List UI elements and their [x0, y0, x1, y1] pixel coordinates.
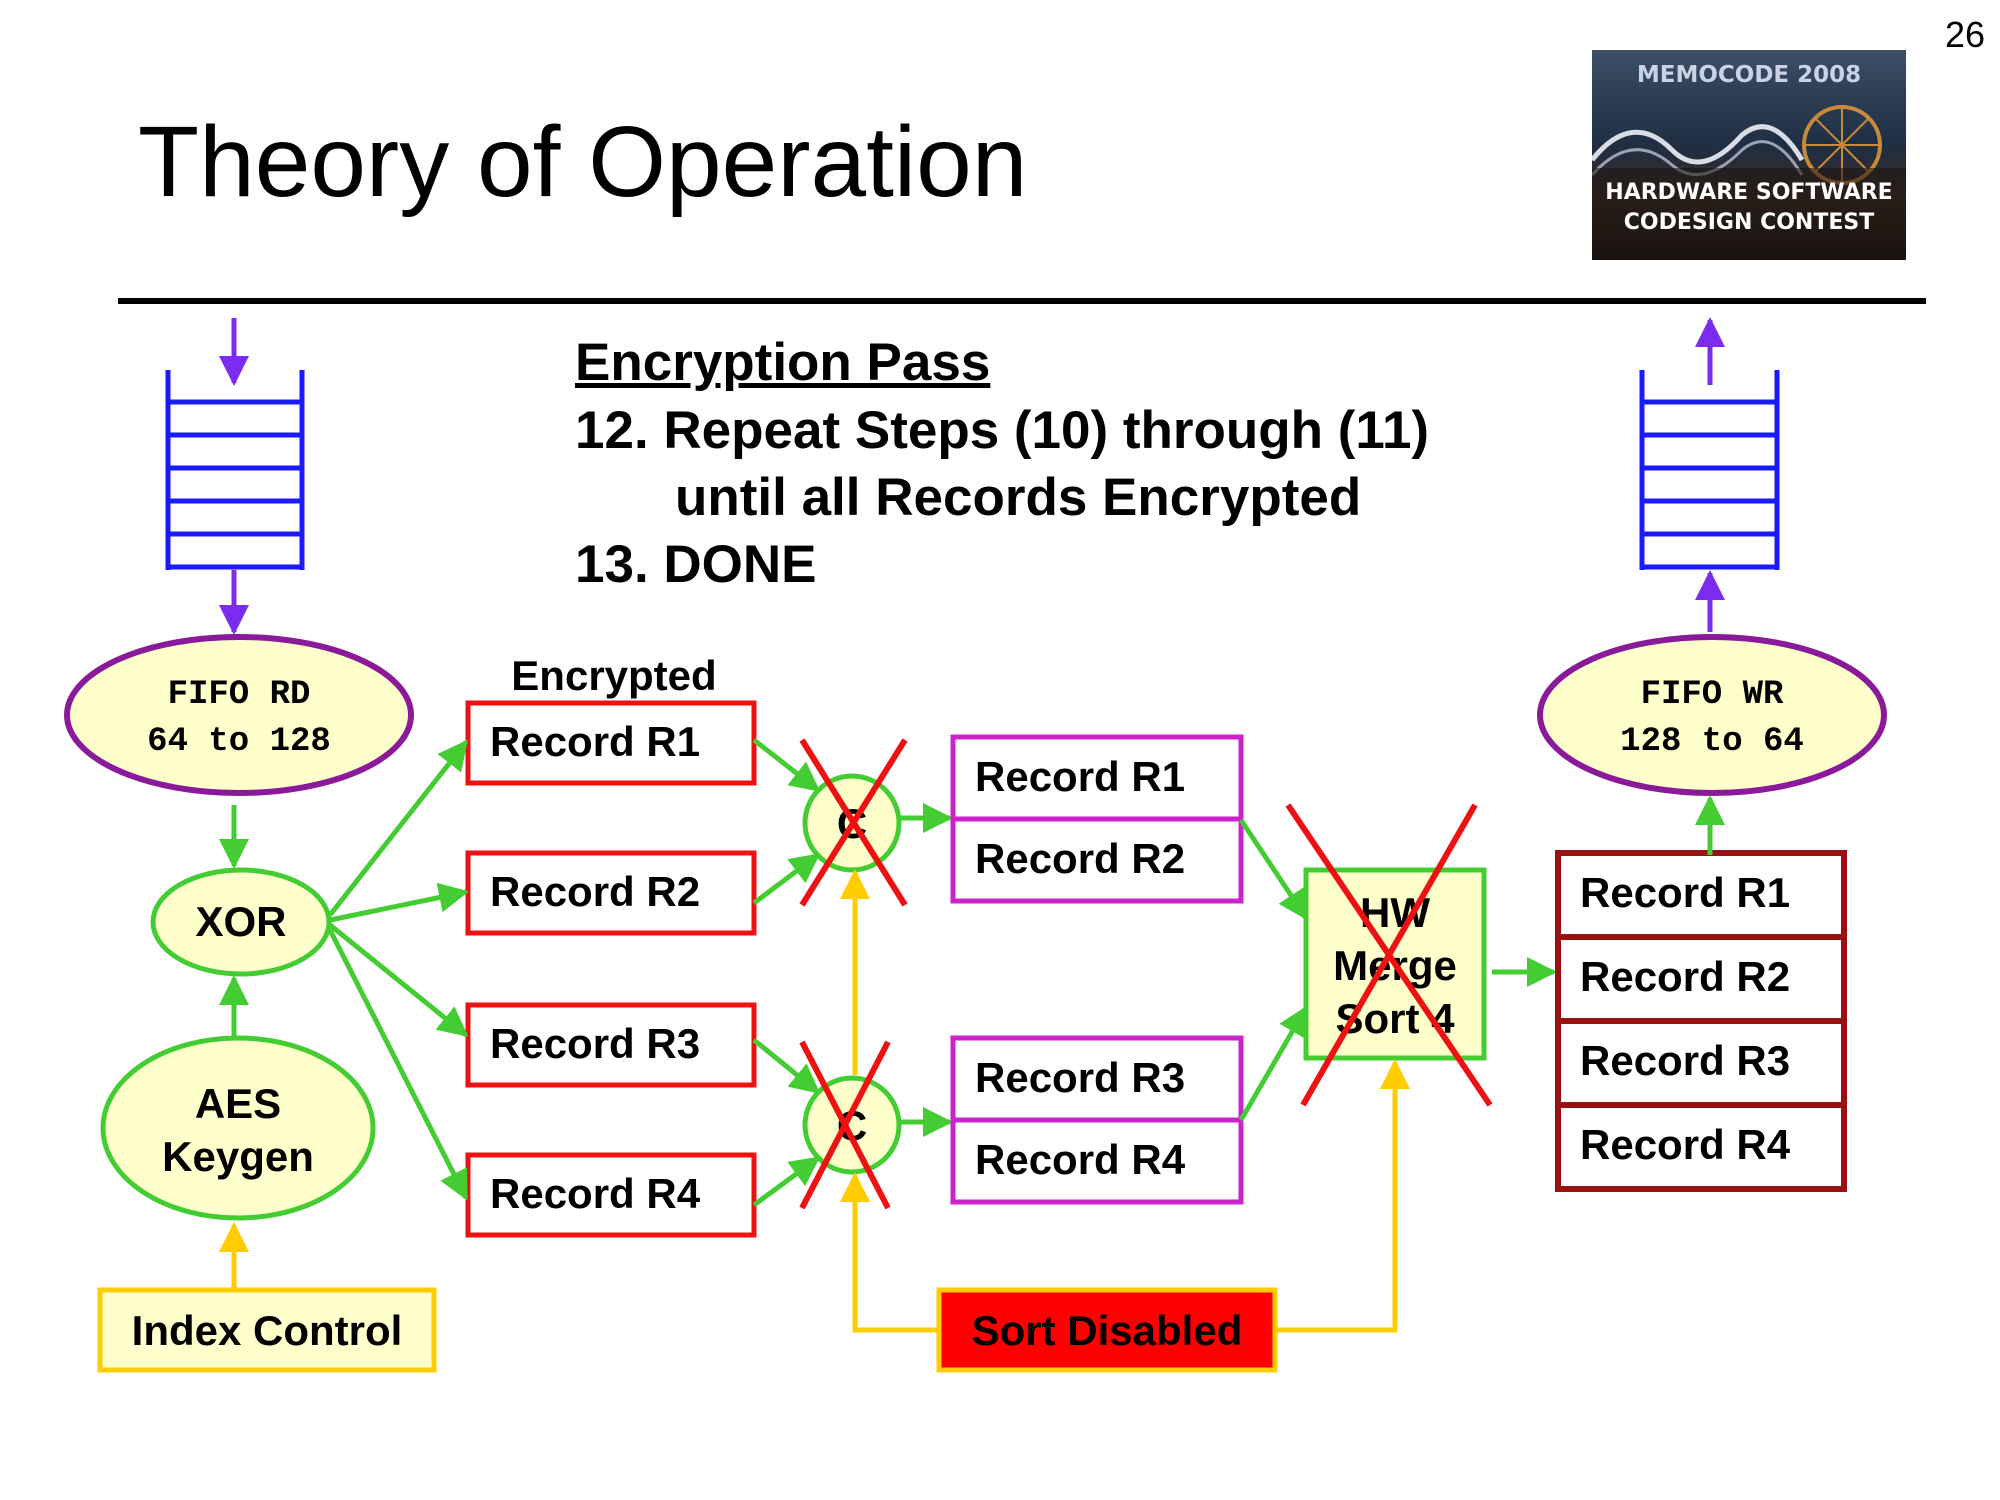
sorted-record-r1: Record R1: [950, 734, 1244, 822]
encrypted-record-r4: Record R4: [465, 1152, 757, 1238]
slide-number: 26: [1945, 14, 1986, 55]
fifo-rd-label-1: FIFO RD: [168, 676, 311, 714]
steps-heading: Encryption Pass: [575, 333, 991, 392]
encrypted-record-r4-label: Record R4: [490, 1170, 701, 1217]
step-12-line-1: 12. Repeat Steps (10) through (11): [575, 401, 1430, 460]
aes-label-2: Keygen: [162, 1133, 314, 1180]
fifo-rd-node: FIFO RD 64 to 128: [64, 634, 414, 796]
logo-skyline-graphic: [1592, 105, 1906, 260]
memocode-logo: MEMOCODE 2008 HARDWARE SOFTWARE CODESIGN…: [1592, 50, 1906, 260]
index-control-label: Index Control: [132, 1307, 403, 1354]
fifo-wr-node: FIFO WR 128 to 64: [1537, 634, 1887, 796]
aes-label-1: AES: [195, 1080, 281, 1127]
encrypted-record-r3: Record R3: [465, 1002, 757, 1088]
slide-title: Theory of Operation: [138, 106, 1028, 218]
encrypted-label: Encrypted: [511, 652, 716, 699]
logo-line-3: CODESIGN CONTEST: [1623, 210, 1875, 235]
merge-disabled-cross-mark: [1285, 803, 1493, 1107]
output-record-r2: Record R2: [1555, 934, 1847, 1024]
output-record-r2-label: Record R2: [1580, 953, 1790, 1000]
title-divider: [118, 298, 1926, 304]
output-record-r1: Record R1: [1555, 850, 1847, 940]
sort-disabled-node: Sort Disabled: [936, 1287, 1278, 1373]
output-fifo-stack: [1639, 370, 1780, 570]
logo-line-2: HARDWARE SOFTWARE: [1605, 180, 1893, 205]
output-record-r3: Record R3: [1555, 1018, 1847, 1108]
xor-fanout-arrows: [327, 739, 469, 1201]
compare-disabled-cross-marks: [799, 738, 908, 1210]
compare-node-bottom: C: [802, 1075, 902, 1175]
fifo-rd-label-2: 64 to 128: [147, 723, 331, 761]
encrypted-record-r1-label: Record R1: [490, 718, 700, 765]
xor-node: XOR: [150, 867, 332, 977]
sort-disabled-label: Sort Disabled: [972, 1307, 1243, 1354]
logo-line-1: MEMOCODE 2008: [1636, 62, 1862, 88]
compare-to-sorted-arrows: [900, 803, 953, 1137]
encrypted-record-r1: Record R1: [465, 700, 757, 786]
sorted-record-r3: Record R3: [950, 1035, 1244, 1123]
sorted-record-r4-label: Record R4: [975, 1136, 1186, 1183]
sorted-record-r4: Record R4: [950, 1117, 1244, 1205]
fifo-wr-label-1: FIFO WR: [1641, 676, 1784, 714]
record-to-compare-arrows: [752, 738, 821, 1208]
step-13: 13. DONE: [575, 535, 817, 594]
output-record-r3-label: Record R3: [1580, 1037, 1790, 1084]
hw-merge-sort-node: HW Merge Sort 4: [1303, 867, 1487, 1061]
encrypted-record-r2: Record R2: [465, 850, 757, 936]
sort-disabled-control-lines: [840, 869, 1410, 1333]
xor-label: XOR: [195, 898, 286, 945]
encrypted-record-r3-label: Record R3: [490, 1020, 700, 1067]
encrypted-record-r2-label: Record R2: [490, 868, 700, 915]
sorted-record-r2: Record R2: [950, 816, 1244, 904]
index-control-node: Index Control: [97, 1287, 437, 1373]
output-record-r4-label: Record R4: [1580, 1121, 1791, 1168]
output-record-r1-label: Record R1: [1580, 869, 1790, 916]
aes-keygen-node: AES Keygen: [100, 1035, 376, 1221]
output-record-r4: Record R4: [1555, 1102, 1847, 1192]
input-fifo-stack: [165, 370, 305, 570]
step-12-line-2: until all Records Encrypted: [675, 468, 1362, 527]
sorted-to-merge-arrows: [1238, 818, 1309, 1122]
fifo-wr-label-2: 128 to 64: [1620, 723, 1804, 761]
sorted-record-r1-label: Record R1: [975, 753, 1185, 800]
sorted-record-r3-label: Record R3: [975, 1054, 1185, 1101]
sorted-record-r2-label: Record R2: [975, 835, 1185, 882]
